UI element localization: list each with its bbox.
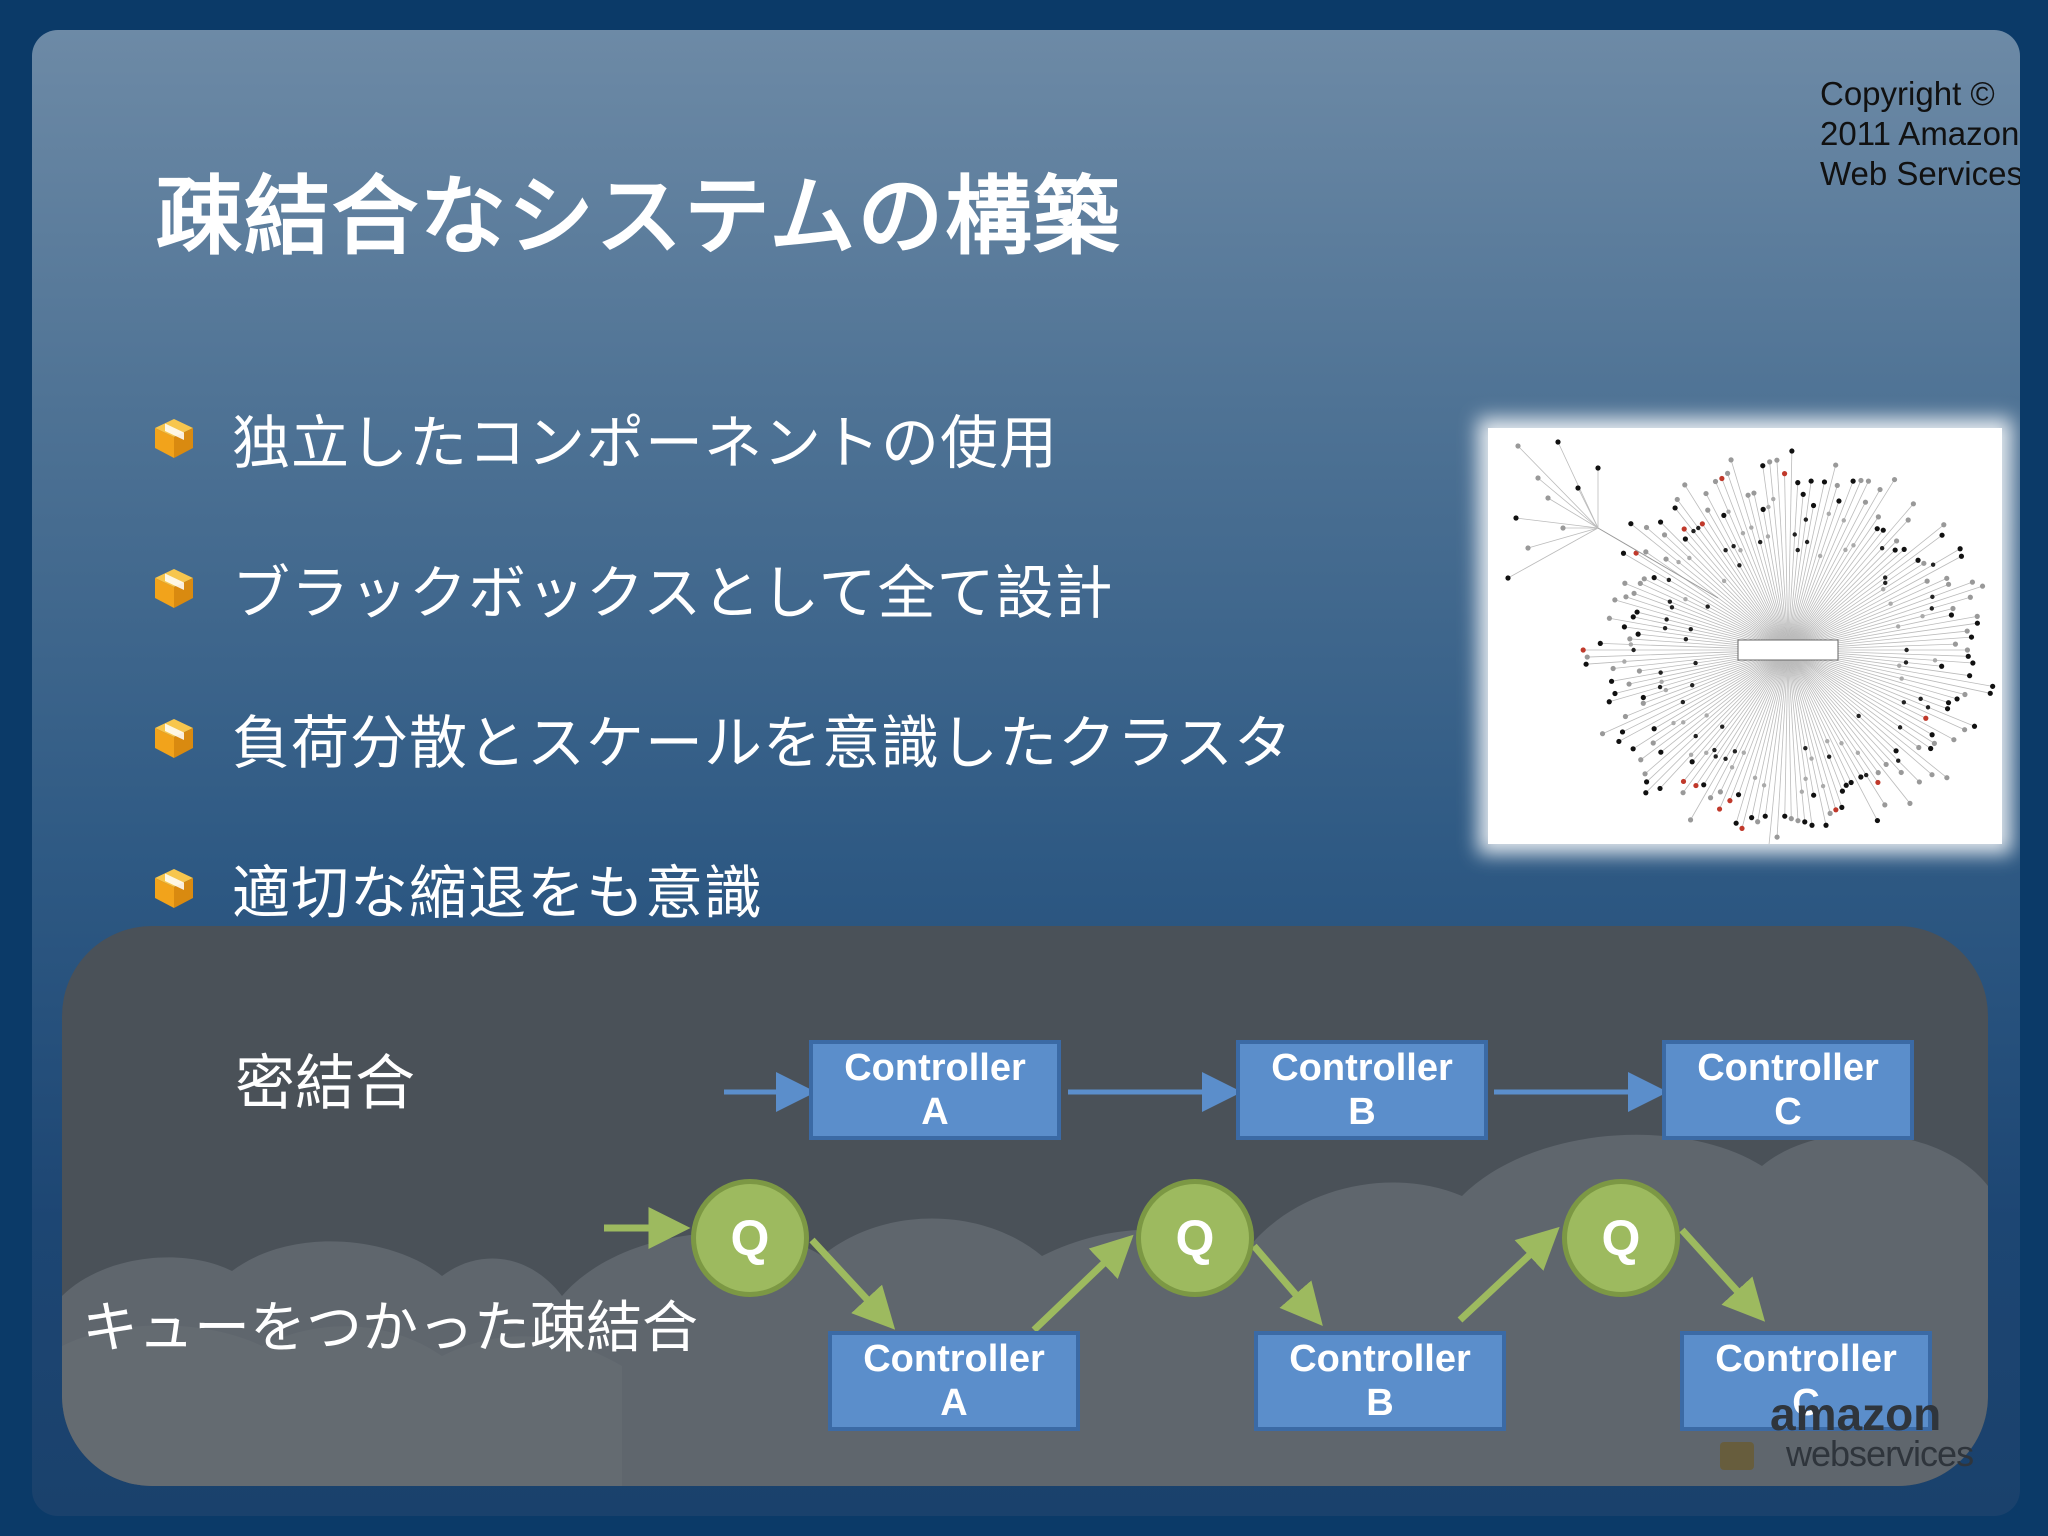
controller-id: A xyxy=(921,1091,949,1133)
controller-id: A xyxy=(940,1382,968,1424)
aws-logo-sub: webservices xyxy=(1785,1433,1973,1474)
cube-icon xyxy=(155,419,193,458)
bullet-item: 適切な縮退をも意識 xyxy=(152,848,763,928)
controller-label: Controller xyxy=(863,1338,1045,1380)
bullet-item: 負荷分散とスケールを意識したクラスタ xyxy=(152,698,1293,778)
queue-node: Q xyxy=(1136,1179,1254,1297)
aws-logo-mark: amazon webservices xyxy=(1720,1388,1974,1474)
network-graph-image xyxy=(1488,428,2002,844)
bullet-text: 負荷分散とスケールを意識したクラスタ xyxy=(232,709,1293,777)
controller-label: Controller xyxy=(1715,1338,1897,1380)
cube-icon xyxy=(155,569,193,608)
queue-node: Q xyxy=(691,1179,809,1297)
loose-controller-c: Controller C xyxy=(1680,1331,1932,1431)
controller-id: C xyxy=(1792,1382,1820,1424)
cloud-background xyxy=(62,1133,1988,1486)
loose-controller-a: Controller A xyxy=(828,1331,1080,1431)
bullet-text: 独立したコンポーネントの使用 xyxy=(232,409,1059,477)
slide-title: 疎結合なシステムの構築 xyxy=(156,167,1122,267)
aws-logo-brand: amazon xyxy=(1770,1396,1941,1440)
controller-label: Controller xyxy=(844,1047,1026,1089)
copyright-notice: Copyright © 2011 Amazon Web Services xyxy=(1820,74,2020,194)
bullet-text: 適切な縮退をも意識 xyxy=(232,859,764,927)
controller-id: B xyxy=(1366,1382,1394,1424)
controller-id: C xyxy=(1774,1091,1802,1133)
bullet-item: 独立したコンポーネントの使用 xyxy=(152,398,1058,478)
queue-node: Q xyxy=(1562,1179,1680,1297)
controller-id: B xyxy=(1348,1091,1376,1133)
cube-icon xyxy=(155,719,193,758)
tight-controller-a: Controller A xyxy=(809,1040,1061,1140)
tight-coupling-label: 密結合 xyxy=(235,1049,415,1119)
loose-controller-b: Controller B xyxy=(1254,1331,1506,1431)
radial-network-graph xyxy=(1505,439,1996,844)
cube-icon xyxy=(155,869,193,908)
bullet-text: ブラックボックスとして全て設計 xyxy=(232,559,1114,627)
loose-coupling-label: キューをつかった疎結合 xyxy=(82,1296,698,1361)
controller-label: Controller xyxy=(1289,1338,1471,1380)
tight-controller-b: Controller B xyxy=(1236,1040,1488,1140)
tight-controller-c: Controller C xyxy=(1662,1040,1914,1140)
aws-logo: amazon webservices xyxy=(1720,1388,1990,1476)
copyright-line-3: Web Services xyxy=(1820,155,2020,192)
bullet-item: ブラックボックスとして全て設計 xyxy=(152,548,1114,628)
copyright-line-2: 2011 Amazon xyxy=(1820,115,2020,152)
controller-label: Controller xyxy=(1697,1047,1879,1089)
controller-label: Controller xyxy=(1271,1047,1453,1089)
copyright-line-1: Copyright © xyxy=(1820,75,1995,112)
